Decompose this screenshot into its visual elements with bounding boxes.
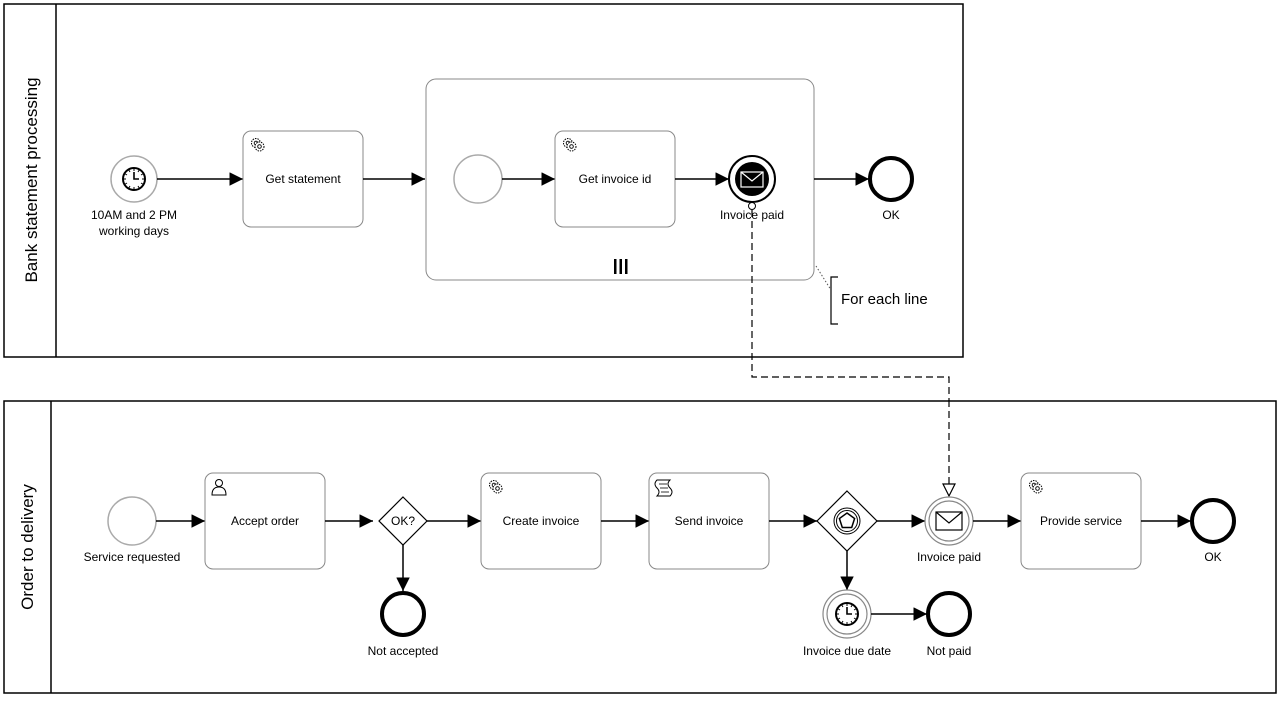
start-event-service-requested[interactable] — [107, 496, 157, 546]
timer-start-event[interactable] — [110, 155, 158, 203]
task-create-invoice-label: Create invoice — [503, 514, 580, 528]
timer-start-label-line2: working days — [98, 224, 169, 238]
timer-start-label-line1: 10AM and 2 PM — [91, 208, 177, 222]
task-get-invoice-id-label: Get invoice id — [579, 172, 652, 186]
end-event-ok-bank[interactable] — [868, 156, 914, 202]
end-event-ok-order[interactable] — [1190, 498, 1236, 544]
clock-icon — [122, 167, 146, 191]
user-icon — [211, 479, 227, 496]
task-get-statement-label: Get statement — [265, 172, 341, 186]
script-icon — [654, 479, 673, 497]
message-flow-origin — [748, 202, 756, 210]
end-event-not-paid-label: Not paid — [927, 644, 972, 658]
end-event-not-accepted-label: Not accepted — [368, 644, 439, 658]
gateway-ok[interactable]: OK? — [378, 496, 428, 546]
task-send-invoice-label: Send invoice — [675, 514, 744, 528]
message-catch-event-invoice-paid[interactable] — [924, 496, 974, 546]
start-event-service-requested-label: Service requested — [84, 550, 181, 564]
task-provide-service[interactable]: Provide service — [1020, 472, 1142, 570]
subprocess-start-event[interactable] — [453, 154, 503, 204]
end-event-ok-bank-label: OK — [882, 208, 899, 222]
message-throw-event-invoice-paid[interactable] — [728, 155, 776, 203]
annotation-association — [815, 265, 832, 291]
pool-label-order: Order to delivery — [18, 484, 37, 610]
envelope-icon — [935, 511, 963, 531]
message-catch-event-label: Invoice paid — [917, 550, 981, 564]
task-accept-order-label: Accept order — [231, 514, 299, 528]
timer-catch-event-invoice-due-date[interactable] — [822, 589, 872, 639]
task-get-statement[interactable]: Get statement — [242, 130, 364, 228]
timer-due-date-label: Invoice due date — [803, 644, 891, 658]
task-accept-order[interactable]: Accept order — [204, 472, 326, 570]
envelope-icon — [740, 171, 764, 188]
task-provide-service-label: Provide service — [1040, 514, 1122, 528]
task-send-invoice[interactable]: Send invoice — [648, 472, 770, 570]
multi-instance-icon — [614, 259, 628, 274]
pool-label-bank: Bank statement processing — [22, 77, 41, 282]
clock-icon — [835, 602, 859, 626]
end-event-not-paid[interactable] — [926, 591, 972, 637]
task-get-invoice-id[interactable]: Get invoice id — [554, 130, 676, 228]
annotation-for-each-line: For each line — [841, 291, 928, 308]
end-event-ok-order-label: OK — [1204, 550, 1221, 564]
end-event-not-accepted[interactable] — [380, 591, 426, 637]
task-create-invoice[interactable]: Create invoice — [480, 472, 602, 570]
annotation-bracket — [830, 276, 838, 325]
gateway-ok-label: OK? — [391, 514, 415, 528]
pentagon-icon — [838, 512, 856, 529]
